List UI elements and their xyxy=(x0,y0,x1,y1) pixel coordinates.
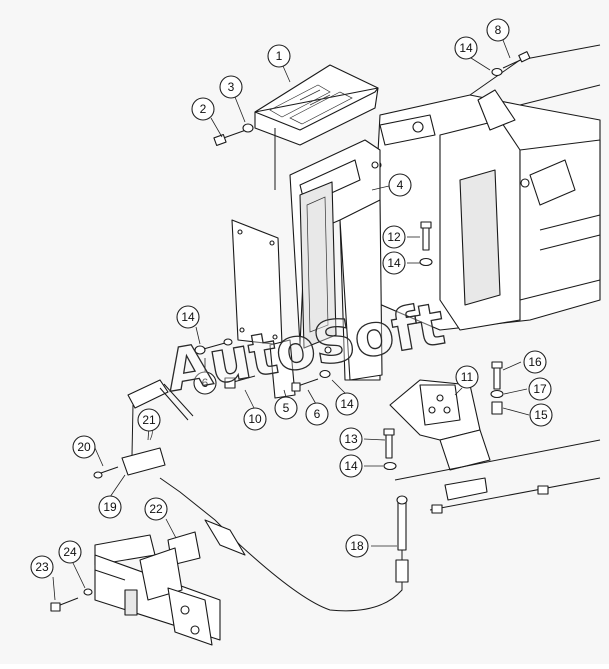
mounting-strip xyxy=(394,439,601,514)
callout-6b: 6 xyxy=(305,402,329,426)
svg-text:6: 6 xyxy=(314,407,321,421)
svg-text:20: 20 xyxy=(77,440,91,454)
callout-2: 2 xyxy=(191,97,215,121)
lever-base xyxy=(389,379,491,471)
callout-16: 16 xyxy=(523,350,547,374)
svg-text:12: 12 xyxy=(387,230,401,244)
svg-text:1: 1 xyxy=(276,49,283,63)
svg-text:14: 14 xyxy=(459,41,473,55)
callout-10: 10 xyxy=(243,407,267,431)
callout-6a: 6 xyxy=(193,371,217,395)
callout-5: 5 xyxy=(274,396,298,420)
svg-text:15: 15 xyxy=(534,408,548,422)
svg-text:14: 14 xyxy=(181,310,195,324)
svg-text:8: 8 xyxy=(495,23,502,37)
callout-14a: 14 xyxy=(454,36,478,60)
cover-plate xyxy=(254,64,379,190)
svg-text:14: 14 xyxy=(340,397,354,411)
svg-text:10: 10 xyxy=(248,412,262,426)
callout-8: 8 xyxy=(486,18,510,42)
lower-bracket-assembly xyxy=(94,531,221,646)
callout-14b: 14 xyxy=(382,251,406,275)
callout-14e: 14 xyxy=(339,454,363,478)
fasteners xyxy=(50,51,531,612)
callout-21: 21 xyxy=(137,408,161,432)
callout-23: 23 xyxy=(30,555,54,579)
svg-text:21: 21 xyxy=(142,413,156,427)
svg-text:14: 14 xyxy=(344,459,358,473)
callouts: 1 2 3 4 5 6 6 8 10 11 12 13 14 14 14 14 … xyxy=(30,18,553,579)
callout-3: 3 xyxy=(219,75,243,99)
svg-text:14: 14 xyxy=(387,256,401,270)
svg-text:2: 2 xyxy=(200,102,207,116)
callout-18: 18 xyxy=(345,534,369,558)
callout-14d: 14 xyxy=(335,392,359,416)
svg-text:5: 5 xyxy=(283,401,290,415)
svg-text:18: 18 xyxy=(350,539,364,553)
control-cable xyxy=(159,477,409,612)
callout-15: 15 xyxy=(529,403,553,427)
callout-17: 17 xyxy=(528,377,552,401)
callout-4: 4 xyxy=(388,173,412,197)
bracket-housing xyxy=(289,139,383,381)
callout-22: 22 xyxy=(144,497,168,521)
shift-lever xyxy=(121,379,194,476)
callout-13: 13 xyxy=(339,427,363,451)
callout-19: 19 xyxy=(98,495,122,519)
svg-text:16: 16 xyxy=(528,355,542,369)
svg-text:24: 24 xyxy=(63,545,77,559)
callout-1: 1 xyxy=(267,44,291,68)
svg-text:17: 17 xyxy=(533,382,547,396)
leader-lines xyxy=(52,39,530,601)
svg-text:22: 22 xyxy=(149,502,163,516)
svg-text:19: 19 xyxy=(103,500,117,514)
svg-text:4: 4 xyxy=(397,178,404,192)
callout-12: 12 xyxy=(382,225,406,249)
callout-14c: 14 xyxy=(176,305,200,329)
svg-text:23: 23 xyxy=(35,560,49,574)
svg-text:3: 3 xyxy=(228,80,235,94)
gasket-plate xyxy=(231,219,296,399)
callout-24: 24 xyxy=(58,540,82,564)
svg-text:6: 6 xyxy=(202,376,209,390)
callout-11: 11 xyxy=(455,365,479,389)
svg-text:13: 13 xyxy=(344,432,358,446)
chassis-frame xyxy=(369,44,601,331)
svg-text:11: 11 xyxy=(461,370,474,384)
callout-20: 20 xyxy=(72,435,96,459)
